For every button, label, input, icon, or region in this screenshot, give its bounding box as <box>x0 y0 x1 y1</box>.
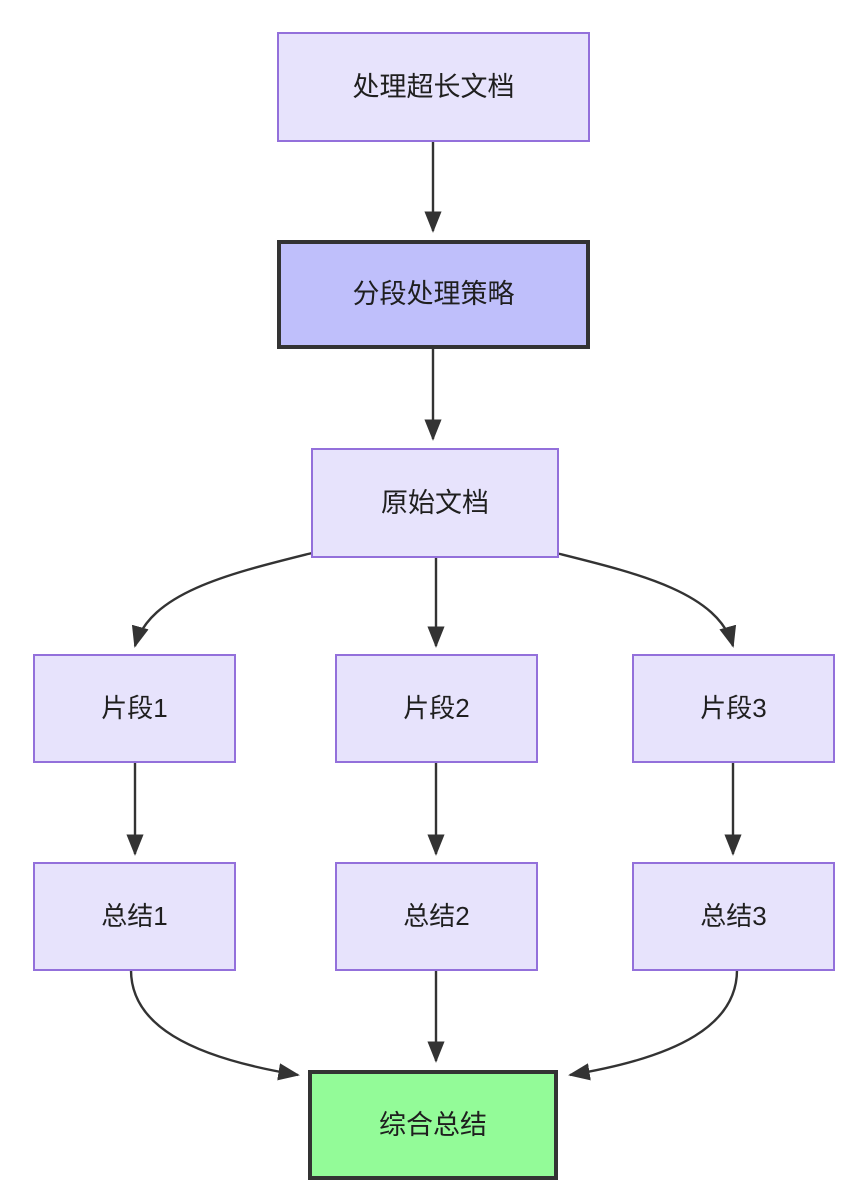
edge-n7-n10 <box>129 969 300 1081</box>
node-label: 分段处理策略 <box>352 279 515 310</box>
node-label: 综合总结 <box>379 1109 487 1140</box>
node-fragment-2[interactable]: 片段2 <box>335 654 538 763</box>
node-label: 片段3 <box>700 692 767 723</box>
node-label: 片段2 <box>403 692 470 723</box>
node-summary-2[interactable]: 总结2 <box>335 862 538 971</box>
node-process-long-document[interactable]: 处理超长文档 <box>277 32 590 142</box>
edge-n3-n6 <box>555 551 737 648</box>
node-comprehensive-summary[interactable]: 综合总结 <box>308 1070 558 1180</box>
node-fragment-1[interactable]: 片段1 <box>33 654 236 763</box>
node-original-document[interactable]: 原始文档 <box>311 448 559 558</box>
node-label: 片段1 <box>101 692 168 723</box>
edge-n9-n10 <box>568 969 739 1081</box>
node-label: 总结3 <box>700 900 767 931</box>
node-label: 总结2 <box>403 900 470 931</box>
node-label: 原始文档 <box>381 487 489 518</box>
node-label: 处理超长文档 <box>352 71 515 102</box>
node-label: 总结1 <box>101 900 168 931</box>
node-summary-3[interactable]: 总结3 <box>632 862 835 971</box>
edge-n3-n4 <box>131 551 313 648</box>
node-summary-1[interactable]: 总结1 <box>33 862 236 971</box>
node-fragment-3[interactable]: 片段3 <box>632 654 835 763</box>
node-chunking-strategy[interactable]: 分段处理策略 <box>277 240 590 349</box>
